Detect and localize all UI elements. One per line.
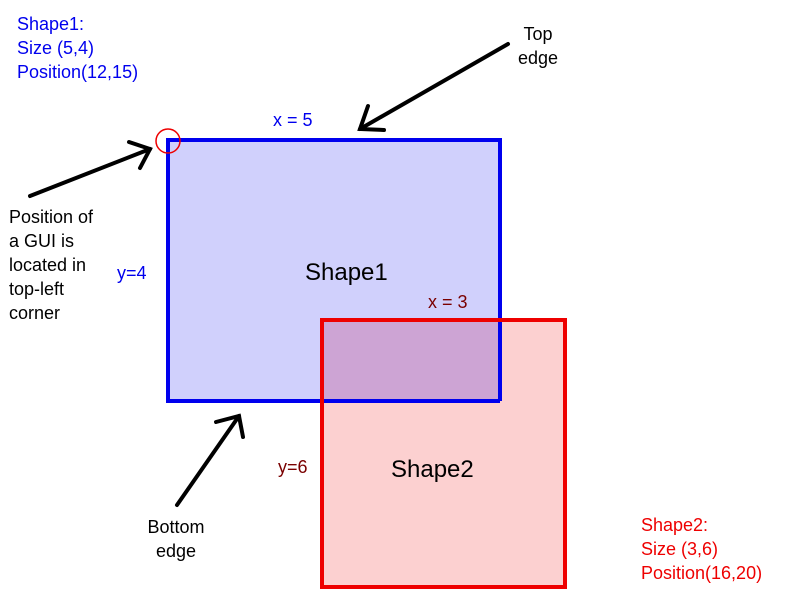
shape2-info: Shape2: Size (3,6) Position(16,20)	[641, 513, 762, 585]
bottom-edge-arrow-icon	[175, 413, 245, 507]
position-note-line2: a GUI is	[9, 231, 75, 251]
shape1-width-label: x = 5	[273, 110, 313, 130]
overlap-region	[324, 322, 498, 399]
top-edge-label-line1: Top	[523, 24, 553, 44]
shape1-info-position: Position(12,15)	[17, 62, 139, 82]
shape2-info-title: Shape2:	[641, 515, 709, 535]
bottom-edge-label: Bottom edge	[140, 515, 212, 563]
position-note-line1: Position of	[9, 207, 94, 227]
shape1-height-label: y=4	[117, 263, 147, 283]
top-edge-label: Top edge	[518, 22, 558, 70]
shape1-title: Shape1	[305, 259, 388, 286]
corner-marker-circle	[155, 128, 181, 154]
top-edge-label-line2: edge	[518, 48, 559, 68]
shape2-info-position: Position(16,20)	[641, 563, 763, 583]
shape2-width-label: x = 3	[428, 292, 468, 312]
shape1-info-title: Shape1:	[17, 14, 85, 34]
position-note-line5: corner	[9, 303, 61, 323]
position-note-line4: top-left	[9, 279, 65, 299]
shape2-title: Shape2	[391, 456, 474, 483]
shape2-height-label: y=6	[278, 457, 308, 477]
shape1-info-size: Size (5,4)	[17, 38, 95, 58]
bottom-edge-label-line1: Bottom	[147, 517, 205, 537]
position-note-line3: located in	[9, 255, 87, 275]
top-edge-arrow-icon	[357, 42, 510, 132]
shape1-info: Shape1: Size (5,4) Position(12,15)	[17, 12, 138, 84]
position-note: Position of a GUI is located in top-left…	[9, 205, 93, 325]
shape2-info-size: Size (3,6)	[641, 539, 719, 559]
position-arrow-icon	[28, 140, 153, 198]
bottom-edge-label-line2: edge	[155, 541, 197, 561]
